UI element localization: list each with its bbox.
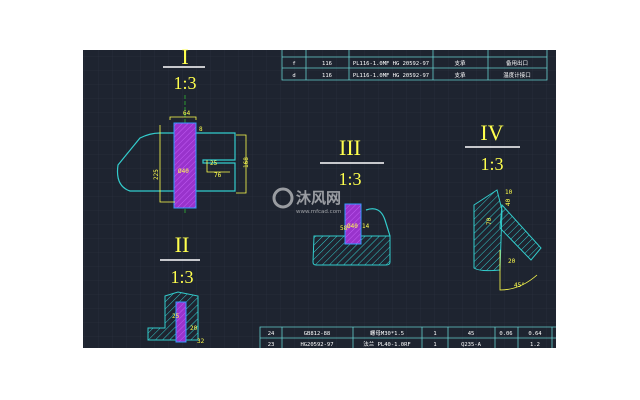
table-row: f 116 PL116-1.0MF HG 20592-97 支承 备用出口 (292, 59, 528, 67)
dim-64: 64 (183, 110, 191, 117)
nozzle-section (499, 203, 542, 261)
cell: 24 (268, 331, 275, 337)
vessel-outline (116, 132, 236, 192)
cell: GB812-88 (304, 331, 331, 337)
cell: 1.2 (530, 342, 540, 348)
cell: 1 (433, 331, 436, 337)
dim-8: 8 (199, 126, 203, 133)
dim-20: 20 (508, 258, 516, 265)
cell: 0.06 (499, 331, 512, 337)
dim-45deg: 45° (514, 282, 525, 289)
cell: PL116-1.0MF HG 20592-97 (353, 73, 429, 79)
view-IV: IV 1:3 10 40 70 20 45° (465, 120, 542, 291)
dim-dia40: Ø40 (178, 168, 189, 175)
dim-32: 32 (197, 338, 205, 345)
cell: 45 (468, 331, 475, 337)
view-III-scale: 1:3 (338, 169, 361, 189)
dim-25: 25 (172, 313, 180, 320)
bolt-part (344, 203, 362, 245)
watermark-brand: 沐风网 (296, 189, 341, 207)
cell: 116 (322, 61, 332, 67)
cell: 螺母M30*1.5 (370, 329, 404, 337)
dim-dia40: Ø40 (347, 223, 358, 230)
watermark-logo-icon (272, 187, 294, 209)
base-section (312, 235, 391, 266)
dim-168: 168 (243, 157, 250, 168)
dim-25: 25 (210, 160, 218, 167)
cell: 116 (322, 73, 332, 79)
view-IV-scale: 1:3 (480, 154, 503, 174)
cell: 0.64 (528, 331, 542, 337)
view-II-scale: 1:3 (170, 267, 193, 287)
dim-70: 70 (486, 217, 493, 225)
cell: 温度计接口 (503, 71, 531, 79)
bolt-part (173, 122, 197, 209)
dim-40: 40 (505, 198, 512, 206)
cell: Q235-A (461, 342, 482, 348)
dim-14: 14 (362, 223, 370, 230)
dim-225: 225 (153, 169, 160, 180)
view-III-label: III (339, 135, 361, 160)
view-I-label: I (181, 44, 188, 69)
drawing-grid (83, 50, 556, 348)
cell: 备用出口 (506, 59, 528, 67)
view-III: III 1:3 58 14 Ø40 (312, 135, 391, 266)
cell: d (292, 73, 295, 79)
view-IV-label: IV (480, 120, 503, 145)
view-I: I 1:3 64 8 25 76 168 225 Ø40 (116, 44, 250, 215)
view-II: II 1:3 25 20 32 (147, 232, 205, 345)
wall-section (473, 189, 503, 272)
cell: f (292, 61, 295, 67)
cell: 支承 (454, 59, 466, 67)
table-row: 24 GB812-88 螺母M30*1.5 1 45 0.06 0.64 (268, 329, 543, 337)
top-table-rows: f 116 PL116-1.0MF HG 20592-97 支承 备用出口 d … (292, 59, 530, 79)
cell: HG20592-97 (300, 342, 333, 348)
view-I-scale: 1:3 (173, 73, 196, 93)
bottom-parts-table (259, 326, 556, 348)
watermark: 沐风网 www.mfcad.com (272, 187, 341, 215)
cell: 1 (433, 342, 436, 348)
watermark-url: www.mfcad.com (296, 209, 341, 215)
cell: PL116-1.0MF HG 20592-97 (353, 61, 429, 67)
dim-10: 10 (505, 189, 513, 196)
cell: 23 (268, 342, 275, 348)
top-parts-table (281, 50, 548, 81)
cell: 法兰 PL40-1.0RF (363, 340, 410, 348)
dim-20: 20 (190, 325, 198, 332)
bolt-part (175, 301, 187, 343)
bottom-table-rows: 24 GB812-88 螺母M30*1.5 1 45 0.06 0.64 23 … (268, 329, 543, 348)
dim-58: 58 (340, 225, 348, 232)
table-row: 23 HG20592-97 法兰 PL40-1.0RF 1 Q235-A 1.2 (268, 340, 540, 348)
view-II-label: II (175, 232, 190, 257)
cell: 支承 (454, 71, 466, 79)
dim-76: 76 (214, 172, 222, 179)
table-row: d 116 PL116-1.0MF HG 20592-97 支承 温度计接口 (292, 71, 530, 79)
